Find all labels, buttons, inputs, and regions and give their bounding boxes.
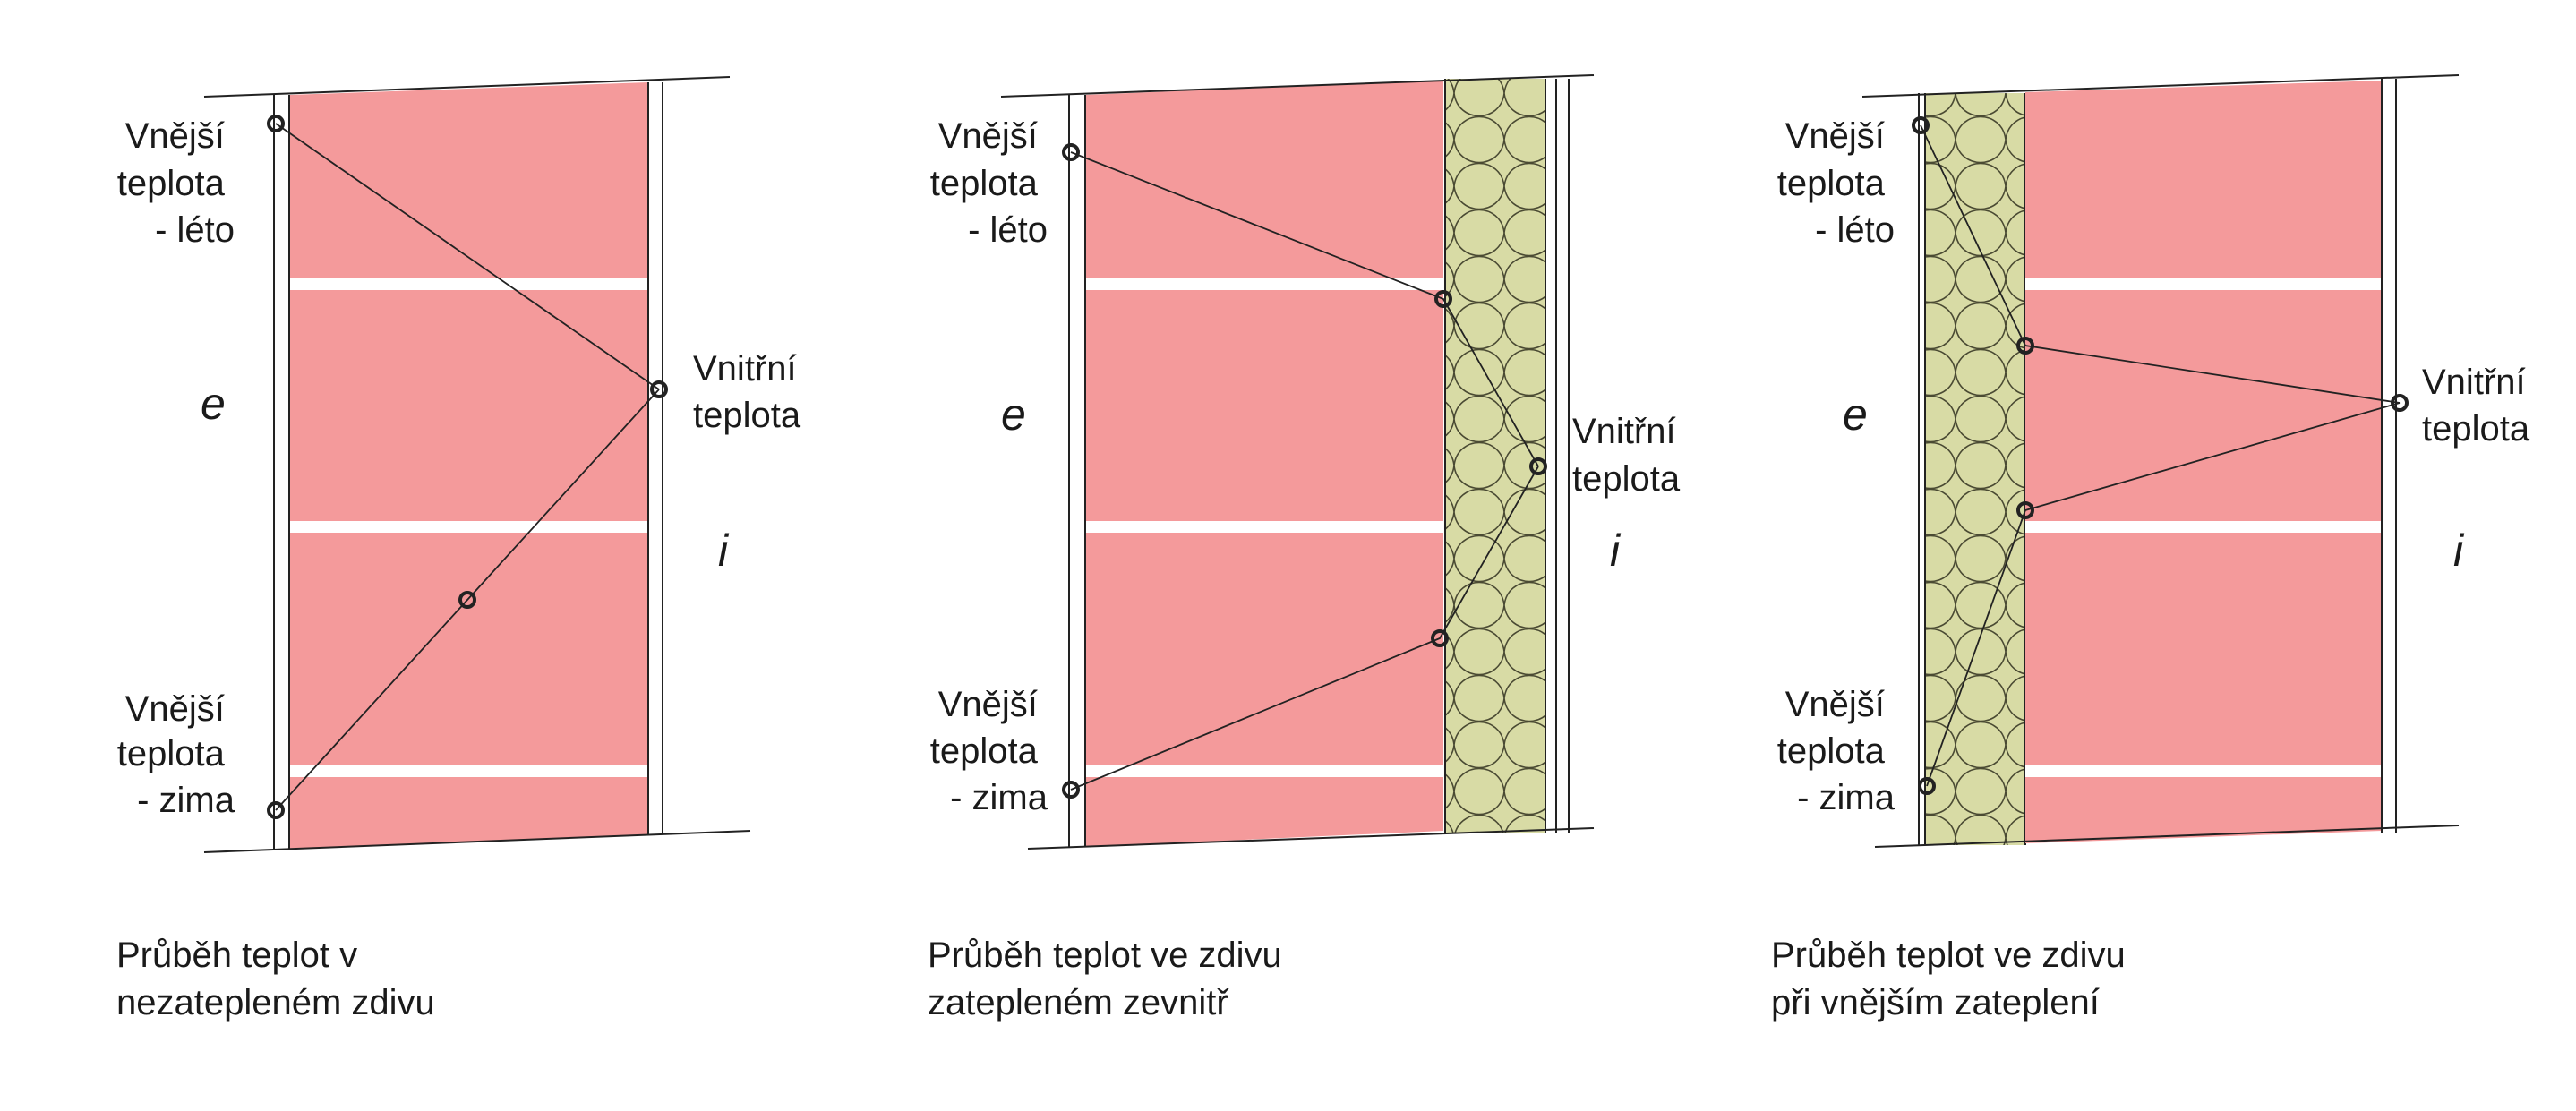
- temperature-profile-summer: [1070, 151, 1539, 467]
- mortar-joint: [289, 521, 648, 533]
- label-indoor: Vnitřní teplota: [1572, 412, 1686, 499]
- marker-circle-icon: [1434, 290, 1452, 308]
- temperature-profile-winter: [1070, 466, 1539, 791]
- temperature-profile-summer: [1920, 124, 2401, 404]
- caption: Průběh teplot v nezatepleném zdivu: [116, 936, 435, 1022]
- label-exterior-side: e: [1843, 389, 1868, 440]
- marker-circle-icon: [2016, 501, 2034, 519]
- cut-line-bottom: [203, 830, 751, 853]
- label-indoor: Vnitřní teplota: [2422, 363, 2536, 449]
- label-outdoor-winter: Vnější teplota - zima: [117, 689, 235, 820]
- cut-line-top: [1861, 74, 2460, 98]
- label-outdoor-summer: Vnější teplota - léto: [930, 116, 1048, 250]
- label-outdoor-winter: Vnější teplota - zima: [1777, 685, 1896, 817]
- panel-outside-insulated: Vnější teplota - léto Vnější teplota - z…: [1771, 74, 2536, 1022]
- insulation-wave-pattern: [1925, 93, 2025, 845]
- marker-circle-icon: [1431, 629, 1449, 647]
- cut-line-bottom: [1027, 827, 1595, 850]
- brick-wall: [289, 82, 648, 849]
- label-outdoor-summer: Vnější teplota - léto: [1777, 116, 1895, 250]
- brick-wall: [2025, 81, 2382, 843]
- marker-circle-icon: [650, 380, 668, 398]
- mortar-joint: [2025, 521, 2382, 533]
- temperature-profile-winter: [275, 389, 660, 811]
- label-exterior-side: e: [201, 379, 226, 429]
- temperature-profile-summer: [275, 123, 660, 390]
- label-interior-side: i: [2453, 526, 2465, 576]
- label-interior-side: i: [718, 526, 730, 576]
- cut-line-top: [203, 76, 731, 98]
- cut-line-bottom: [1874, 825, 2460, 848]
- temperature-profile-winter: [1926, 402, 2401, 787]
- marker-circle-icon: [1062, 143, 1080, 161]
- mortar-joint: [1085, 278, 1443, 290]
- marker-circle-icon: [267, 801, 285, 819]
- marker-circle-icon: [2016, 337, 2034, 355]
- label-exterior-side: e: [1001, 389, 1026, 440]
- marker-circle-icon: [1918, 777, 1936, 795]
- marker-circle-icon: [267, 115, 285, 132]
- caption: Průběh teplot ve zdivu zatepleném zevnit…: [928, 936, 1292, 1022]
- mortar-joint: [1085, 765, 1443, 777]
- brick-wall: [1085, 81, 1443, 847]
- caption: Průběh teplot ve zdivu při vnějším zatep…: [1771, 936, 2135, 1022]
- label-outdoor-summer: Vnější teplota - léto: [117, 116, 235, 250]
- label-outdoor-winter: Vnější teplota - zima: [930, 685, 1048, 817]
- panel-uninsulated: Vnější teplota - léto Vnější teplota - z…: [116, 76, 807, 1022]
- panel-inside-insulated: Vnější teplota - léto Vnější teplota - z…: [928, 74, 1686, 1022]
- marker-circle-icon: [458, 591, 476, 609]
- mortar-joint: [2025, 278, 2382, 290]
- label-indoor: Vnitřní teplota: [693, 349, 807, 435]
- mortar-joint: [289, 278, 648, 290]
- label-interior-side: i: [1610, 526, 1622, 576]
- mortar-joint: [1085, 521, 1443, 533]
- insulation-wave-pattern: [1445, 79, 1545, 833]
- cut-line-top: [1000, 74, 1595, 98]
- marker-circle-icon: [2391, 394, 2409, 412]
- mortar-joint: [2025, 765, 2382, 777]
- marker-circle-icon: [1529, 457, 1547, 475]
- mortar-joint: [289, 765, 648, 777]
- marker-circle-icon: [1912, 116, 1930, 134]
- marker-circle-icon: [1062, 781, 1080, 799]
